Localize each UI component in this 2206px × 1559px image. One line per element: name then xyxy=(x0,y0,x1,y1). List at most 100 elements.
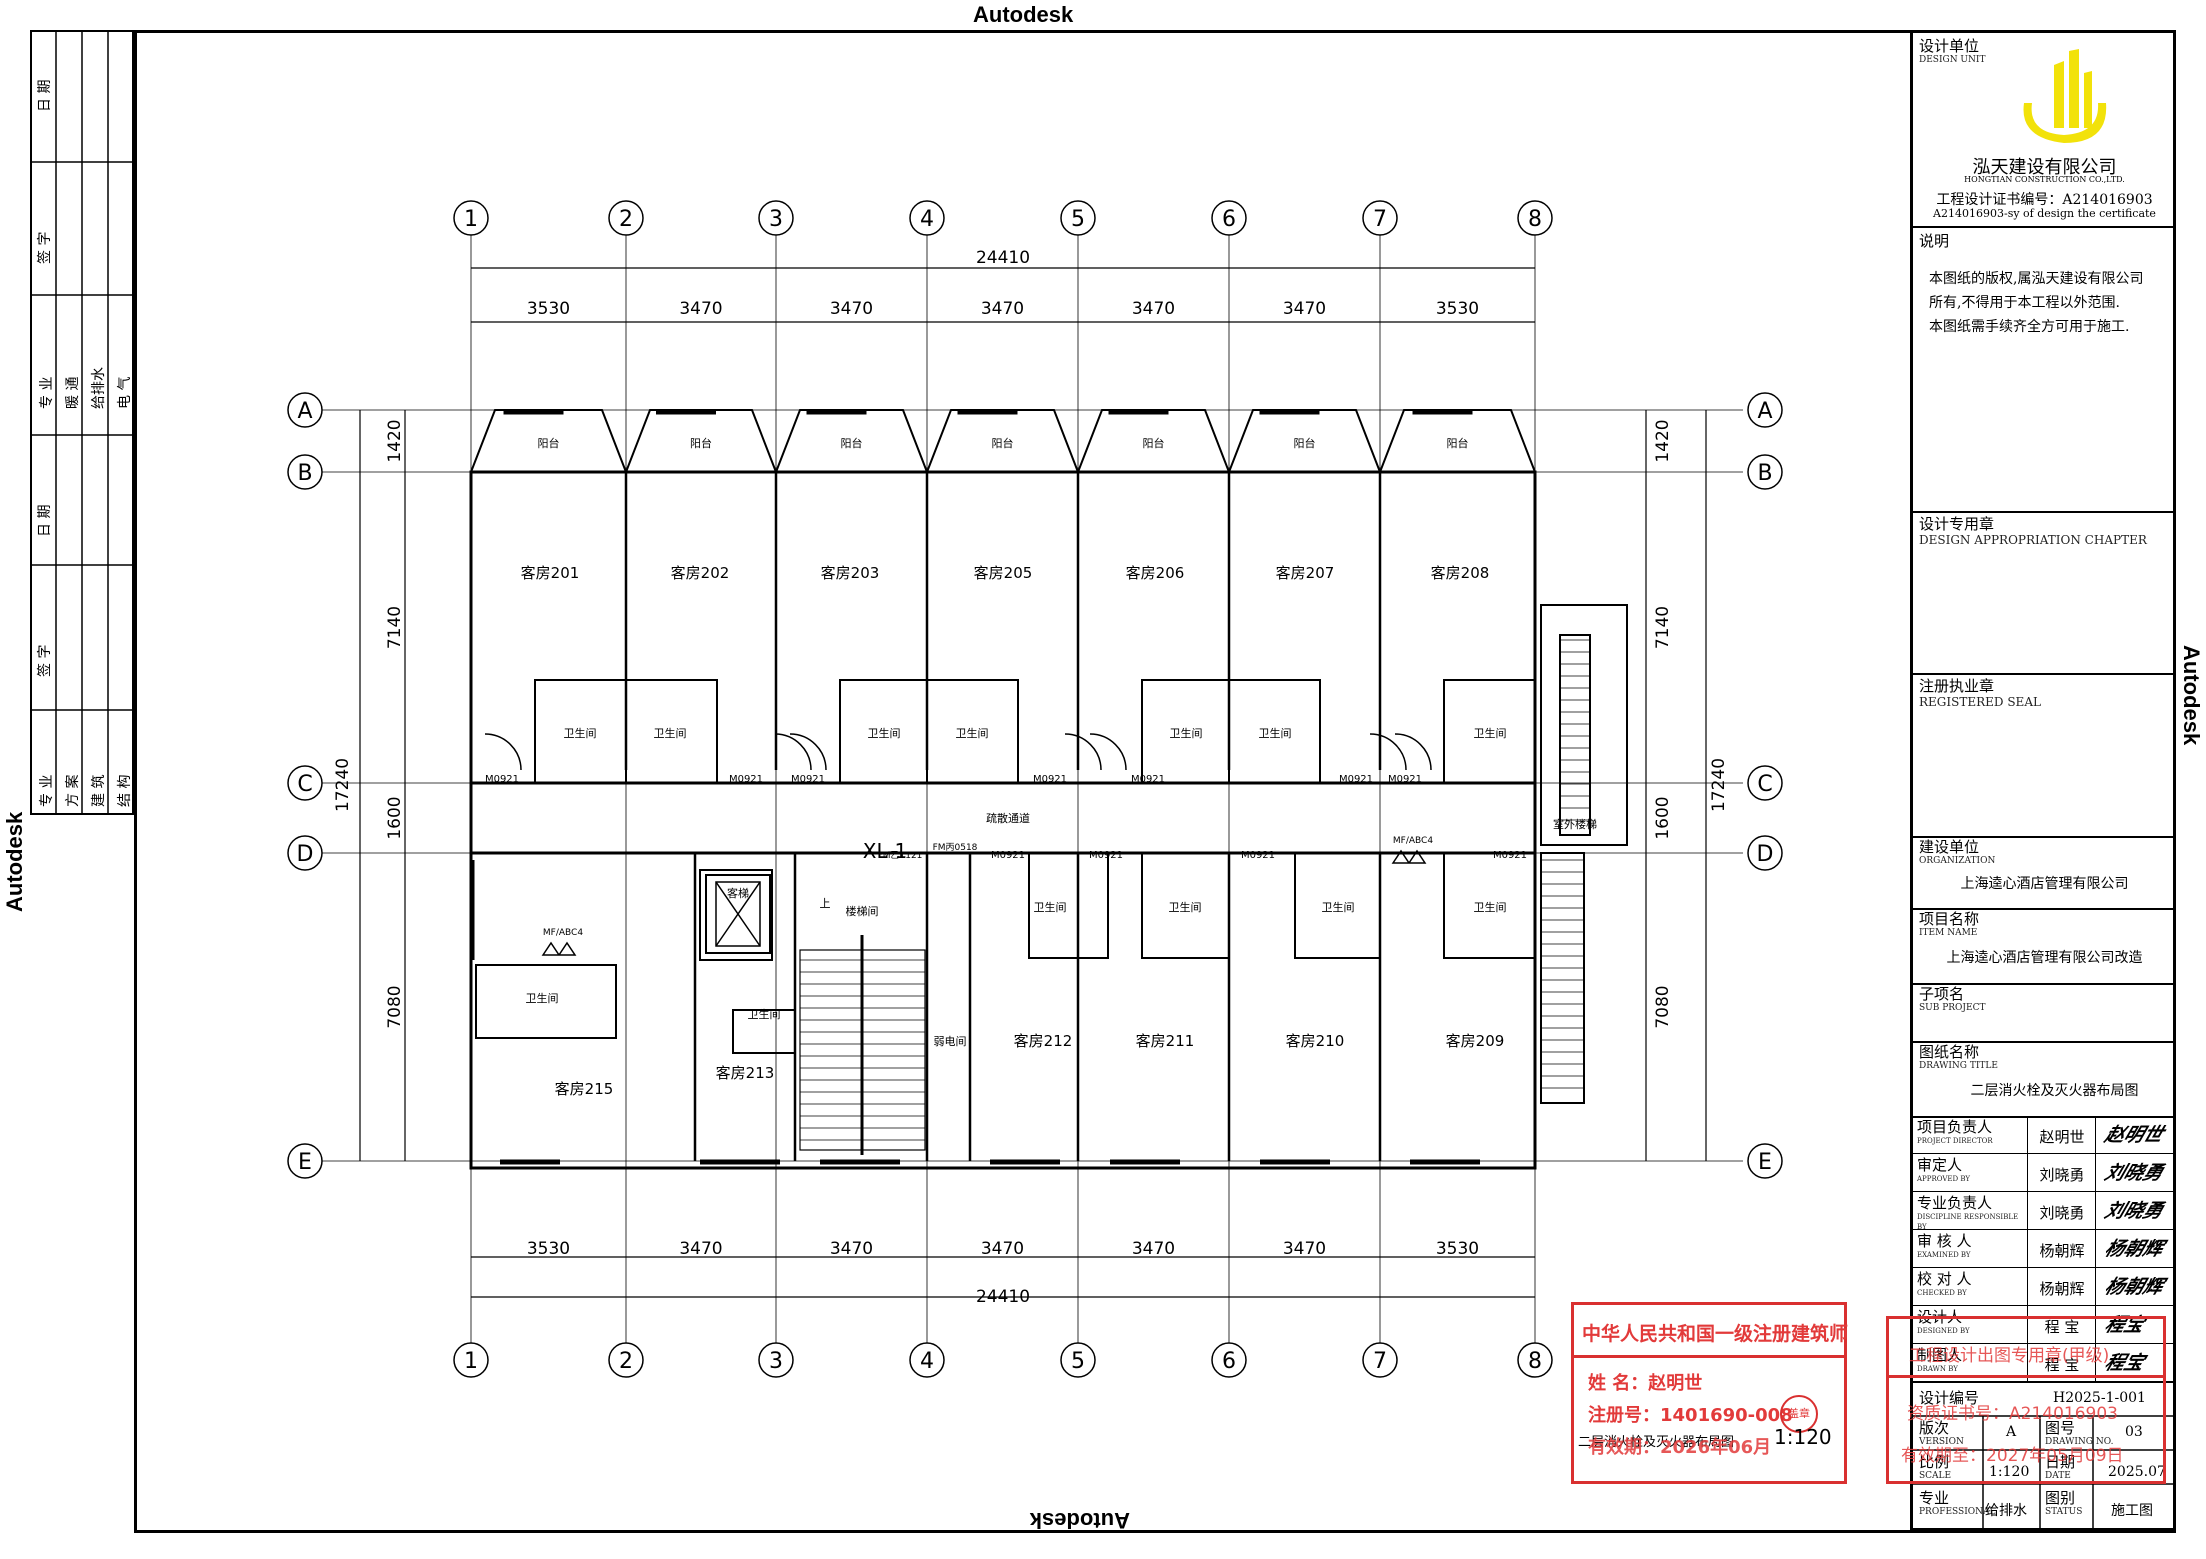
company-name: 泓天建设有限公司 xyxy=(1972,157,2117,178)
dim-bottom-3: 3470 xyxy=(981,1239,1024,1259)
bath-label-top-2: 卫生间 xyxy=(868,726,901,740)
door-arc-0 xyxy=(484,733,522,771)
status-label: 图别 xyxy=(2045,1489,2076,1507)
axis-bubble-col-3-bottom xyxy=(758,1342,794,1378)
axis-bubble-row-E-left xyxy=(287,1143,323,1179)
door-label-3: M0921 xyxy=(1033,774,1067,785)
professional-label: 专业 xyxy=(1919,1489,1950,1507)
axis-label-row-E-left: E xyxy=(298,1150,312,1175)
approval-name: 杨朝辉 xyxy=(2039,1280,2085,1298)
axis-label-col-8-top: 8 xyxy=(1528,207,1542,232)
axis-label-col-4-bottom: 4 xyxy=(920,1349,934,1374)
axis-bubble-col-8-top xyxy=(1517,200,1553,236)
axis-label-col-3-top: 3 xyxy=(769,207,783,232)
approval-signature: 刘晓勇 xyxy=(2101,1162,2167,1184)
axis-bubble-row-D-left xyxy=(287,835,323,871)
axis-bubble-col-4-top xyxy=(909,200,945,236)
axis-bubble-row-C-left xyxy=(287,765,323,801)
dim-top-3: 3470 xyxy=(981,299,1024,319)
dim-bottom-6: 3530 xyxy=(1436,1239,1479,1259)
dim-top-6: 3530 xyxy=(1436,299,1479,319)
extinguisher-label-1: MF/ABC4 xyxy=(1393,836,1433,846)
bath-label-bottom-3: 卫生间 xyxy=(1322,900,1355,914)
room-label-客房205: 客房205 xyxy=(974,564,1033,582)
bath-label-top-3: 卫生间 xyxy=(956,726,989,740)
axis-label-col-3-bottom: 3 xyxy=(769,1349,783,1374)
stamp1-scale: 1:120 xyxy=(1774,1425,1832,1449)
axis-label-row-C-left: C xyxy=(297,772,312,797)
company-name-en: HONGTIAN CONSTRUCTION CO.,LTD. xyxy=(1964,175,2125,184)
bath-label-top-6: 卫生间 xyxy=(1474,726,1507,740)
room-label-客房208: 客房208 xyxy=(1431,564,1490,582)
room-label-客房202: 客房202 xyxy=(671,564,730,582)
axis-bubble-col-5-bottom xyxy=(1060,1342,1096,1378)
bath-label-bottom-0: 卫生间 xyxy=(526,991,559,1005)
status-label-en: STATUS xyxy=(2045,1507,2083,1517)
door-label-0: M0921 xyxy=(485,774,519,785)
approval-role-en: DESIGNED BY xyxy=(1917,1327,1970,1335)
axis-label-row-B-right: B xyxy=(1757,461,1772,486)
dim-left-1: 7140 xyxy=(385,606,405,649)
chapter-label: 设计专用章 xyxy=(1919,515,1995,533)
approval-role: 专业负责人 xyxy=(1917,1194,1993,1212)
room-label-客房201: 客房201 xyxy=(521,564,580,582)
bath-label-top-5: 卫生间 xyxy=(1259,726,1292,740)
axis-bubble-col-7-bottom xyxy=(1362,1342,1398,1378)
drawing-no-value: 03 xyxy=(2125,1424,2143,1440)
seal-label: 注册执业章 xyxy=(1919,677,1995,695)
item-label-en: ITEM NAME xyxy=(1919,928,1978,938)
drawing-title-label: 图纸名称 xyxy=(1919,1043,1980,1061)
fire-extinguisher-icon-0 xyxy=(541,941,577,956)
axis-label-row-D-right: D xyxy=(1757,842,1774,867)
approval-role: 审 核 人 xyxy=(1917,1232,1972,1250)
door-arc-5 xyxy=(1369,733,1407,771)
note-line-1: 本图纸的版权,属泓天建设有限公司 xyxy=(1929,271,2144,287)
axis-bubble-row-A-left xyxy=(287,392,323,428)
axis-bubble-col-6-bottom xyxy=(1211,1342,1247,1378)
axis-label-row-A-right: A xyxy=(1757,399,1772,424)
dim-total-top: 24410 xyxy=(976,248,1030,268)
stamp1-plan-name: 二层消火栓及灭火器布局图 xyxy=(1578,1435,1735,1450)
door-arc-3 xyxy=(1064,733,1102,771)
approval-role-en: PROJECT DIRECTOR xyxy=(1917,1137,1993,1145)
professional-value: 给排水 xyxy=(1985,1503,2027,1519)
axis-bubble-col-4-bottom xyxy=(909,1342,945,1378)
approval-role: 审定人 xyxy=(1917,1156,1963,1174)
room-label-客房212: 客房212 xyxy=(1014,1032,1073,1050)
version-label: 版次 xyxy=(1919,1419,1950,1437)
approval-name: 程 宝 xyxy=(2044,1356,2080,1374)
axis-label-col-6-top: 6 xyxy=(1222,207,1236,232)
dim-right-1: 7140 xyxy=(1653,606,1673,649)
dim-left-3: 7080 xyxy=(385,985,405,1028)
dim-top-2: 3470 xyxy=(830,299,873,319)
fire-door-label-2: FM丙0518 xyxy=(933,842,978,853)
stamp2-line1: 工程设计出图专用章(甲级) xyxy=(1909,1346,2110,1366)
dim-right-2: 1600 xyxy=(1653,796,1673,839)
room-label-客房215: 客房215 xyxy=(555,1080,614,1098)
axis-label-row-D-left: D xyxy=(297,842,314,867)
door-arc-4 xyxy=(1089,733,1127,771)
dim-top-0: 3530 xyxy=(527,299,570,319)
bath-label-bottom-4: 卫生间 xyxy=(1474,900,1507,914)
door-label-2: M0921 xyxy=(791,774,825,785)
dim-right-3: 7080 xyxy=(1653,985,1673,1028)
stamp1-reg: 注册号：1401690-008 xyxy=(1588,1405,1793,1426)
stair-label: 楼梯间 xyxy=(846,904,879,918)
chapter-label-en: DESIGN APPROPRIATION CHAPTER xyxy=(1919,533,2147,547)
door-label-9: M0921 xyxy=(1241,850,1275,861)
dim-bottom-1: 3470 xyxy=(679,1239,722,1259)
axis-label-row-C-right: C xyxy=(1757,772,1772,797)
dim-bottom-2: 3470 xyxy=(830,1239,873,1259)
note-line-3: 本图纸需手续齐全方可用于施工. xyxy=(1929,319,2130,335)
seal-label-en: REGISTERED SEAL xyxy=(1919,695,2041,709)
stamp2-line3: 有效期至：2027年05月09日 xyxy=(1901,1446,2124,1466)
org-label-en: ORGANIZATION xyxy=(1919,856,1996,866)
notes-heading: 说明 xyxy=(1919,232,1950,250)
dim-right-0: 1420 xyxy=(1653,419,1673,462)
dim-left-0: 1420 xyxy=(385,419,405,462)
